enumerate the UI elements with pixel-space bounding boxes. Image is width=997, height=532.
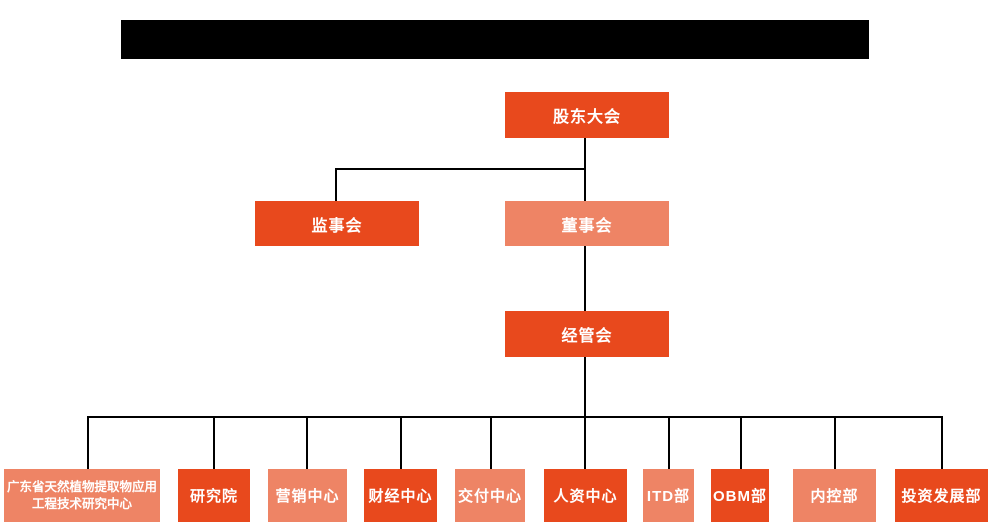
node-board-of-directors: 董事会 bbox=[505, 201, 669, 246]
redacted-title-bar bbox=[121, 20, 869, 59]
node-dept-investment-development: 投资发展部 bbox=[895, 469, 988, 522]
connector-drop bbox=[87, 416, 89, 469]
connector-drop bbox=[400, 416, 402, 469]
connector-drop bbox=[668, 416, 670, 469]
connector-drop bbox=[941, 416, 943, 469]
connector-drop bbox=[306, 416, 308, 469]
node-management-committee: 经管会 bbox=[505, 311, 669, 357]
node-shareholders-meeting: 股东大会 bbox=[505, 92, 669, 138]
connector-branch-horizontal bbox=[335, 168, 586, 170]
node-dept-research-center: 广东省天然植物提取物应用工程技术研究中心 bbox=[4, 469, 160, 522]
node-supervisory-board: 监事会 bbox=[255, 201, 419, 246]
connector-drop bbox=[740, 416, 742, 469]
connector-drop bbox=[213, 416, 215, 469]
connector-supervisory-vertical bbox=[335, 168, 337, 201]
node-dept-marketing-center: 营销中心 bbox=[268, 469, 347, 522]
node-dept-hr-center: 人资中心 bbox=[544, 469, 627, 522]
connector-management-vertical bbox=[584, 357, 586, 469]
node-dept-research-institute: 研究院 bbox=[178, 469, 250, 522]
connector-distributor-horizontal bbox=[87, 416, 943, 418]
node-dept-internal-control: 内控部 bbox=[793, 469, 876, 522]
connector-board-vertical bbox=[584, 246, 586, 311]
node-dept-finance-center: 财经中心 bbox=[364, 469, 437, 522]
node-dept-obm: OBM部 bbox=[711, 469, 769, 522]
connector-drop bbox=[834, 416, 836, 469]
node-dept-itd: ITD部 bbox=[643, 469, 694, 522]
connector-drop bbox=[490, 416, 492, 469]
node-dept-delivery-center: 交付中心 bbox=[455, 469, 525, 522]
